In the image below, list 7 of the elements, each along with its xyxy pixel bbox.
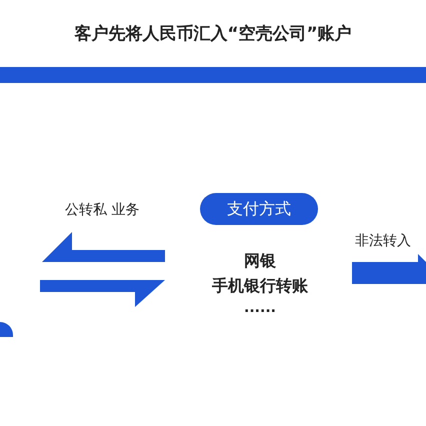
- arrow-label: 公转私 业务: [65, 201, 140, 219]
- pill-label: 支付方式: [200, 193, 318, 225]
- arrow-label: 非法转入: [355, 232, 411, 250]
- payment-method-text: 手机银行转账: [212, 276, 308, 297]
- ellipsis-text: ......: [244, 300, 276, 316]
- title: 客户先将人民币汇入“空壳公司”账户: [74, 23, 352, 45]
- payment-method-text: 网银: [244, 251, 276, 272]
